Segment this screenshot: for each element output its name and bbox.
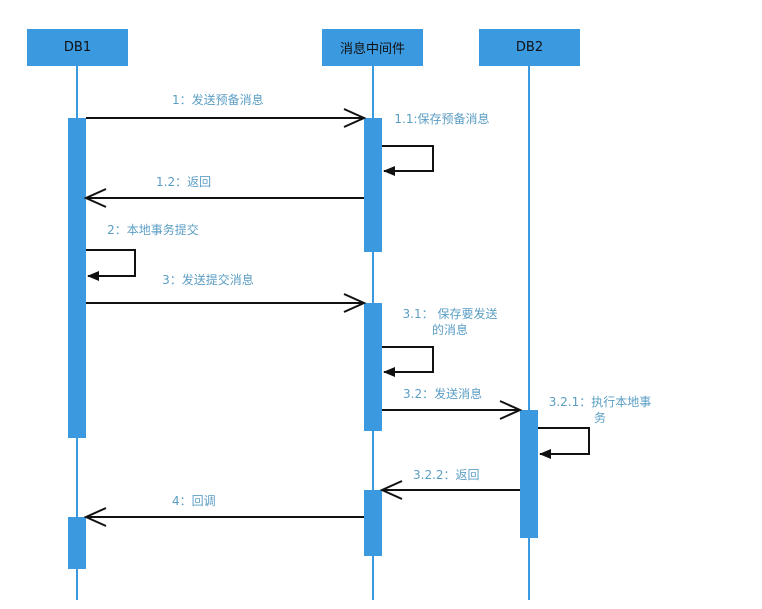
activation-mw-2 (364, 303, 382, 431)
arrowhead-msg-3-2-2 (379, 480, 403, 500)
label-msg-3-2-2: 3.2.2：返回 (413, 468, 480, 482)
label-msg-2: 2：本地事务提交 (107, 223, 199, 237)
label-msg-1-2: 1.2：返回 (156, 175, 212, 189)
activation-db1-2 (68, 517, 86, 569)
label-msg-3: 3：发送提交消息 (162, 273, 254, 287)
label-msg-3-2-1: 3.2.1：执行本地事务 (548, 395, 652, 425)
label-msg-4: 4：回调 (172, 494, 216, 508)
arrowhead-msg-3-2 (499, 400, 523, 420)
label-msg-3-1: 3.1： 保存要发送的消息 (402, 307, 498, 337)
label-msg-3-2: 3.2：发送消息 (403, 387, 483, 401)
activation-mw-3 (364, 490, 382, 556)
arrowhead-msg-3 (343, 293, 367, 313)
arrow-msg-2 (86, 249, 136, 281)
arrow-msg-1-1 (382, 145, 434, 176)
participant-db2: DB2 (479, 29, 580, 66)
arrowhead-msg-1-2 (83, 188, 107, 208)
arrowhead-msg-4 (83, 507, 107, 527)
activation-mw-1 (364, 118, 382, 252)
activation-db1-1 (68, 118, 86, 438)
arrow-msg-3-1 (382, 346, 434, 377)
label-msg-1-1: 1.1:保存预备消息 (394, 112, 490, 126)
label-msg-1: 1：发送预备消息 (172, 93, 264, 107)
activation-db2-1 (520, 410, 538, 538)
participant-db1: DB1 (27, 29, 128, 66)
participant-middleware: 消息中间件 (322, 29, 423, 66)
arrow-msg-3-2-1 (538, 427, 590, 459)
arrowhead-msg-1 (343, 108, 367, 128)
